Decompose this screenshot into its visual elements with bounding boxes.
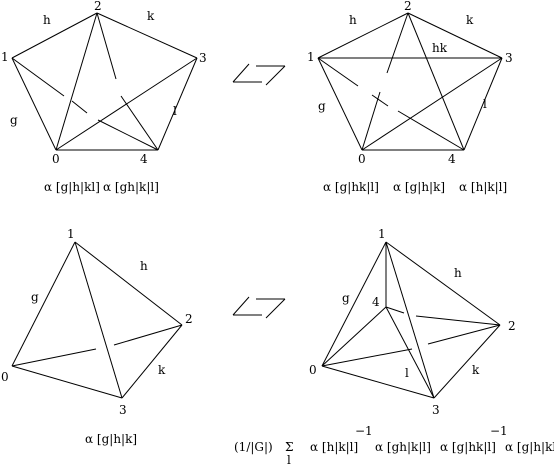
formula-term: α [h|k|l]	[459, 180, 507, 194]
vertex-0: 0	[358, 152, 366, 166]
formula-term: α [g|h|kl]	[505, 440, 554, 454]
edge-label-k: k	[466, 13, 474, 27]
sum-symbol: Σ	[285, 440, 293, 454]
vertex-3: 3	[505, 51, 513, 65]
pachner-move-arrow-bottom	[232, 296, 286, 319]
normalization-prefix: (1/|G|)	[234, 440, 273, 454]
formula-term: α [g|h|k]	[85, 432, 137, 446]
edge-label-hk: hk	[432, 41, 448, 55]
edge-label-l: l	[483, 97, 487, 111]
bottom-left-tetrahedron: 0 1 2 3 g h k α [g|h|k]	[1, 227, 193, 446]
edge-label-k: k	[158, 363, 166, 377]
edge-label-k: k	[472, 363, 480, 377]
edge-label-h: h	[140, 259, 148, 273]
vertex-4: 4	[448, 152, 456, 166]
vertex-0: 0	[1, 370, 9, 384]
vertex-2: 2	[185, 312, 193, 326]
formula-term: α [g|h|kl]	[44, 180, 100, 194]
vertex-2: 2	[404, 0, 412, 13]
vertex-1: 1	[378, 227, 386, 241]
formula-term: α [h|k|l]	[310, 440, 358, 454]
sum-index: l	[287, 453, 291, 467]
top-right-pentagon: 0 1 2 3 4 h k g l hk α [g|hk|l] α [g|h|k…	[307, 0, 513, 194]
vertex-1: 1	[67, 227, 75, 241]
edge-label-l: l	[173, 104, 177, 118]
edge-label-h: h	[43, 13, 51, 27]
formula-term: α [g|hk|l]	[440, 440, 496, 454]
bottom-right-tetrahedron: 0 1 2 3 4 g h k l	[309, 227, 516, 417]
formula-term: α [g|h|k]	[393, 180, 445, 194]
vertex-4: 4	[140, 152, 148, 166]
exponent: −1	[355, 424, 373, 438]
edge-label-g: g	[318, 99, 326, 113]
exponent: −1	[490, 424, 508, 438]
vertex-0: 0	[52, 152, 60, 166]
formula-term: α [gh|k|l]	[103, 180, 159, 194]
vertex-3: 3	[119, 403, 127, 417]
edge-label-g: g	[10, 113, 18, 127]
vertex-4: 4	[372, 295, 380, 309]
vertex-0: 0	[309, 363, 317, 377]
vertex-1: 1	[1, 50, 9, 64]
formula-term: α [gh|k|l]	[375, 440, 431, 454]
vertex-1: 1	[307, 50, 315, 64]
edge-label-g: g	[31, 290, 39, 304]
edge-label-g: g	[342, 291, 350, 305]
edge-label-k: k	[147, 9, 155, 23]
edge-label-h: h	[454, 266, 462, 280]
formula-term: α [g|hk|l]	[323, 180, 379, 194]
edge-label-h: h	[349, 13, 357, 27]
bottom-right-formula: (1/|G|) Σ l α [h|k|l] −1 α [gh|k|l] α [g…	[234, 424, 554, 467]
vertex-3: 3	[432, 403, 440, 417]
vertex-2: 2	[508, 319, 516, 333]
edge-label-l: l	[405, 366, 409, 380]
vertex-3: 3	[199, 51, 207, 65]
top-left-pentagon: 0 1 2 3 4 h k g l α [g|h|kl] α [gh|k|l]	[1, 0, 207, 194]
pachner-move-arrow-top	[232, 63, 286, 86]
vertex-2: 2	[94, 0, 102, 13]
